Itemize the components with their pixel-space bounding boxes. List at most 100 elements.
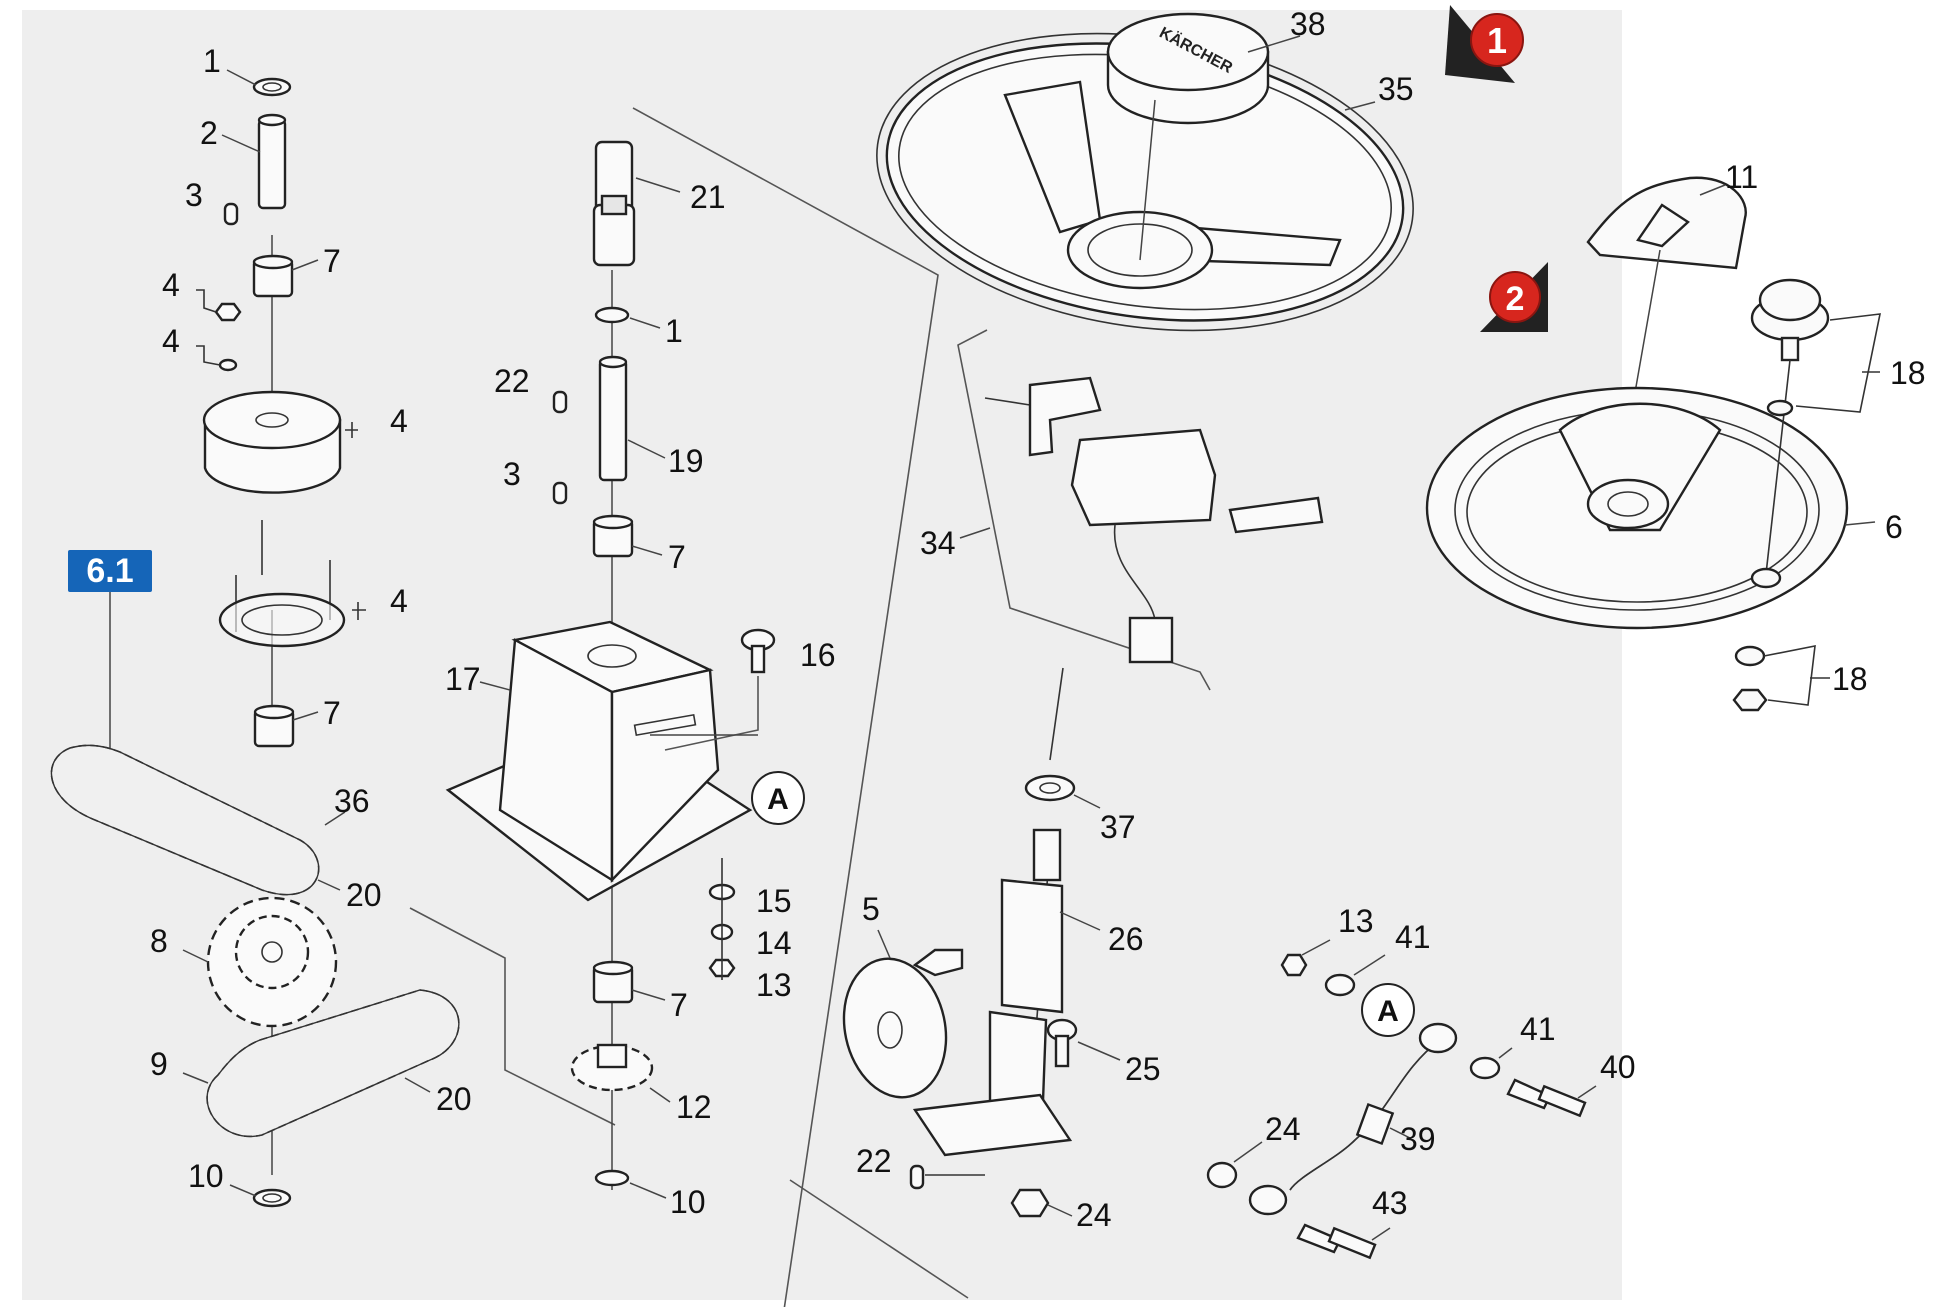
leader-10b xyxy=(629,1182,667,1199)
part-horn-cap-38-top xyxy=(1106,12,1270,92)
part-bolt-40-head xyxy=(1506,1078,1552,1110)
callout-40: 40 xyxy=(1600,1049,1636,1085)
leader-11 xyxy=(1699,184,1726,196)
callout-14: 14 xyxy=(756,925,792,961)
callout-6: 6 xyxy=(1885,509,1903,545)
marker-2-circle xyxy=(1489,271,1541,323)
leader-38 xyxy=(1247,35,1301,53)
leader-1a xyxy=(226,69,257,86)
leader-20b xyxy=(404,1077,431,1093)
marker-1-label: 1 xyxy=(1487,20,1507,61)
reference-a-right: A xyxy=(1361,983,1415,1037)
leader-13b xyxy=(1301,939,1331,956)
part-washer-10a-hole xyxy=(262,1193,282,1203)
part-bolt-25-shank xyxy=(1054,1034,1070,1068)
callout-35: 35 xyxy=(1378,71,1414,107)
part-washer-1-hole xyxy=(262,82,282,92)
reference-a-middle: A xyxy=(751,771,805,825)
part-chain-36-links xyxy=(50,744,320,896)
part-nut-18 xyxy=(1732,688,1768,712)
ref-a-circle xyxy=(751,771,805,825)
part-steering-wheel-6-bore xyxy=(1607,491,1649,517)
bracket-4c xyxy=(345,422,358,438)
bracket-4b xyxy=(196,345,221,366)
callout-3: 3 xyxy=(503,456,521,492)
part-knob-18-top xyxy=(1758,278,1822,322)
part-plate-4-inner xyxy=(241,604,323,636)
callout-5: 5 xyxy=(862,891,880,927)
leader-26 xyxy=(1059,911,1101,931)
callout-38: 38 xyxy=(1290,6,1326,42)
leader-38-center xyxy=(1139,99,1156,261)
leader-8 xyxy=(182,949,209,963)
part-sprocket-12-hub xyxy=(596,1043,628,1069)
part-key-22b xyxy=(909,1164,925,1190)
part-bushing-7b-top xyxy=(253,704,295,720)
leader-37 xyxy=(1073,794,1101,809)
frame-line-center xyxy=(632,107,939,1311)
part-ujoint-21-cross xyxy=(600,194,628,216)
callout-7: 7 xyxy=(668,539,686,575)
callout-9: 9 xyxy=(150,1046,168,1082)
leader-20a xyxy=(317,879,341,891)
callout-16: 16 xyxy=(800,637,836,673)
part-key-3b xyxy=(552,481,568,505)
part-washer-10b xyxy=(594,1169,630,1187)
callout-20: 20 xyxy=(436,1081,472,1117)
part-knob-18-stem xyxy=(1780,336,1800,362)
part-switch-34-connector xyxy=(1128,616,1174,664)
part-column-26-flange xyxy=(912,1093,1073,1157)
part-link-39-outline xyxy=(1289,1039,1441,1191)
part-bushing-7d-top xyxy=(592,960,634,976)
part-bolt-43-shank xyxy=(1327,1226,1377,1260)
ref-a-label: A xyxy=(767,783,789,816)
part-sprocket-8-hub xyxy=(261,941,283,963)
badge-label: 6.1 xyxy=(86,552,133,590)
callout-4: 4 xyxy=(162,323,180,359)
callout-15: 15 xyxy=(756,883,792,919)
leader-7c xyxy=(631,545,663,556)
marker-2: 2 xyxy=(1480,262,1548,332)
leader-7a xyxy=(291,259,319,271)
callout-25: 25 xyxy=(1125,1051,1161,1087)
leader-41a xyxy=(1353,954,1386,976)
callout-7: 7 xyxy=(323,695,341,731)
part-washer-10a xyxy=(252,1188,292,1208)
part-sprocket-8-small xyxy=(234,914,310,990)
leader-43 xyxy=(1371,1227,1391,1241)
marker-1: 1 xyxy=(1445,5,1524,83)
leader-34 xyxy=(959,527,991,539)
leader-5 xyxy=(877,929,891,959)
leader-10a xyxy=(229,1184,257,1197)
part-nut-13b xyxy=(1280,953,1308,977)
leader-12 xyxy=(649,1087,671,1103)
part-nut-24b xyxy=(1206,1161,1238,1189)
callout-4: 4 xyxy=(390,403,408,439)
part-bolt-43-head xyxy=(1296,1223,1342,1254)
part-washer-37 xyxy=(1024,774,1076,802)
ref-a-circle xyxy=(1361,983,1415,1037)
leader-6 xyxy=(1844,521,1876,526)
callout-24: 24 xyxy=(1265,1111,1301,1147)
part-link-39-eye-top xyxy=(1418,1022,1458,1054)
leader-19 xyxy=(627,439,666,459)
frame-line-34 xyxy=(957,329,1211,691)
leader-40 xyxy=(1577,1085,1597,1099)
leader-7b xyxy=(292,711,319,721)
part-bushing-7c-top xyxy=(592,514,634,530)
part-hub-4-top xyxy=(202,390,342,450)
badge-6-1: 6.1 xyxy=(68,550,152,592)
leader-17 xyxy=(479,681,511,691)
callout-21: 21 xyxy=(690,179,726,215)
callout-22: 22 xyxy=(494,363,530,399)
badge-background xyxy=(68,550,152,592)
part-washer-37-hole xyxy=(1039,782,1061,794)
callout-13: 13 xyxy=(1338,903,1374,939)
part-switch-34-body xyxy=(1070,428,1217,527)
callout-7: 7 xyxy=(323,243,341,279)
callout-2: 2 xyxy=(200,115,218,151)
part-horn-5-bracket xyxy=(912,948,964,977)
part-link-39-eye-bottom xyxy=(1248,1184,1288,1216)
callout-19: 19 xyxy=(668,443,704,479)
part-shaft-19-top xyxy=(598,355,628,369)
